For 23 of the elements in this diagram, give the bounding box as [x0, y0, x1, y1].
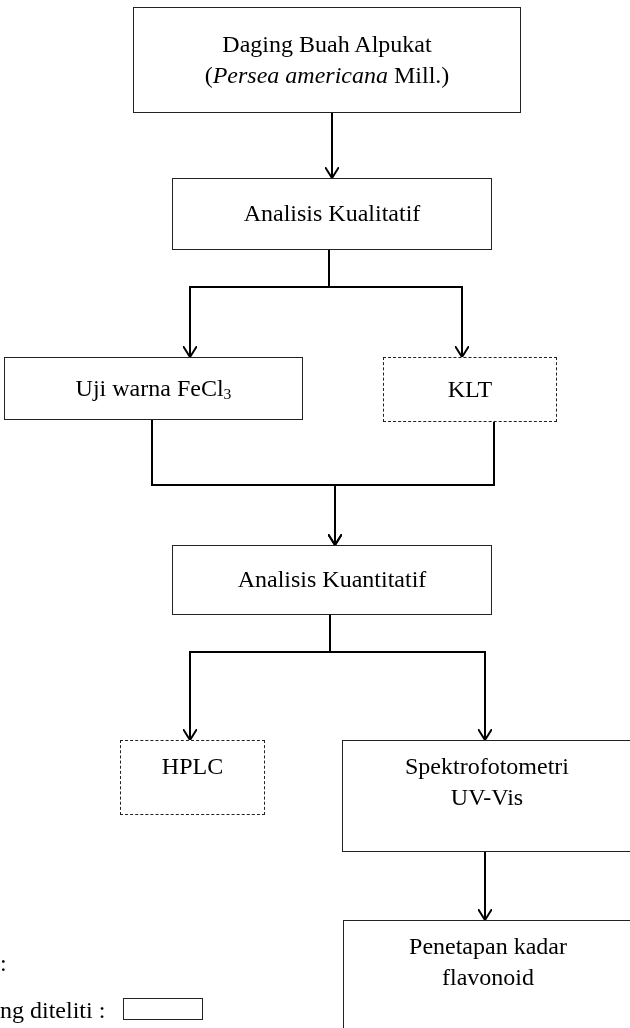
arrow [327, 421, 495, 546]
box-label: Penetapan kadar flavonoid [408, 932, 568, 993]
note-text: : [0, 950, 7, 977]
box-label: Daging Buah Alpukat (Persea americana Mill.) [203, 29, 451, 90]
box-label: Analisis Kualitatif [243, 199, 421, 229]
arrow [477, 851, 493, 921]
process-box [172, 178, 492, 250]
box-label: Uji warna FeCl$_{3}$ [75, 373, 232, 404]
process-box [172, 545, 492, 615]
process-box [120, 740, 265, 815]
box-label: Analisis Kuantitatif [237, 565, 427, 595]
box-label: HPLC [161, 752, 224, 781]
arrow [328, 249, 470, 358]
process-box [133, 7, 521, 113]
arrow [329, 614, 493, 741]
arrow [324, 112, 340, 179]
box-label: Spektrofotometri UV-Vis [404, 752, 570, 813]
process-box [383, 357, 557, 422]
process-box [342, 740, 630, 852]
process-box [343, 920, 630, 1028]
box-label: KLT [447, 374, 493, 404]
process-box [4, 357, 303, 420]
legend-text: ng diteliti : [0, 998, 106, 1022]
